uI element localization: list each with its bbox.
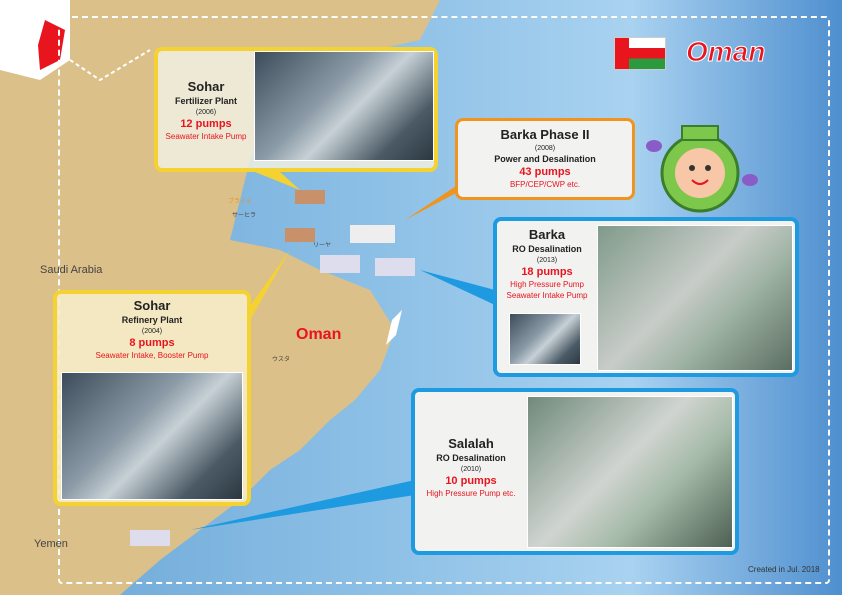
card-sohar-fertilizer: Sohar Fertilizer Plant (2006) 12 pumps S… (154, 47, 438, 172)
callout-sohar (250, 170, 300, 190)
pump-desc: Seawater Intake, Booster Pump (95, 351, 209, 360)
plant-icons (130, 190, 415, 546)
island-masirah (386, 310, 402, 345)
pump-count: 10 pumps (445, 475, 497, 487)
created-date: Created in Jul. 2018 (748, 565, 820, 574)
label-jp1: サーヒラ (232, 213, 257, 219)
pump-desc: High Pressure Pump (510, 280, 584, 289)
photo-pump (61, 372, 243, 500)
year: (2010) (460, 466, 482, 473)
site: Barka Phase II (500, 127, 590, 142)
site: Sohar (187, 79, 225, 94)
label-yemen: Yemen (34, 538, 68, 550)
site: Salalah (448, 436, 494, 451)
pump-count: 43 pumps (519, 166, 571, 178)
plant-type: RO Desalination (436, 453, 506, 463)
label-saudi-arabia: Saudi Arabia (40, 264, 103, 276)
photo-pump (597, 225, 793, 371)
plant-type: Fertilizer Plant (174, 96, 237, 106)
year: (2008) (534, 145, 556, 152)
plant-type: Power and Desalination (494, 154, 596, 164)
callout-salalah (190, 480, 415, 530)
title-oman: Oman (685, 36, 766, 68)
callout-barka (420, 270, 495, 305)
card-salalah: Salalah RO Desalination (2010) 10 pumps … (411, 388, 739, 555)
card-barka: Barka RO Desalination (2013) 18 pumps Hi… (493, 217, 799, 377)
plant-type: RO Desalination (512, 244, 582, 254)
plant-type: Refinery Plant (121, 315, 183, 325)
pump-count: 18 pumps (521, 266, 573, 278)
pump-desc: High Pressure Pump etc. (426, 489, 516, 498)
oman-flag (614, 37, 666, 70)
callout-barka2 (405, 180, 465, 220)
card-barka-phase2: Barka Phase II (2008) Power and Desalina… (455, 118, 635, 200)
label-jp4: ウスタ (272, 357, 291, 363)
site: Sohar (133, 298, 171, 313)
callout-refinery (240, 250, 290, 320)
photo-pump (254, 51, 434, 161)
label-jp3: リーヤ (313, 243, 332, 249)
pump-count: 12 pumps (180, 118, 232, 130)
site: Barka (528, 227, 566, 242)
pump-mascot-icon (646, 125, 758, 213)
pump-count: 8 pumps (129, 337, 175, 349)
year: (2013) (536, 257, 558, 264)
year: (2004) (141, 328, 163, 335)
card-sohar-refinery: Sohar Refinery Plant (2004) 8 pumps Seaw… (53, 290, 251, 506)
photo-pump (527, 396, 733, 548)
pump-desc-2: Seawater Intake Pump (506, 291, 588, 300)
pump-desc: BFP/CEP/CWP etc. (509, 180, 581, 189)
label-oman-map: Oman (296, 326, 342, 343)
photo-small (509, 313, 581, 365)
year: (2006) (195, 109, 217, 116)
label-jp2: ブライミ (228, 199, 253, 205)
pump-desc: Seawater Intake Pump (165, 132, 247, 141)
